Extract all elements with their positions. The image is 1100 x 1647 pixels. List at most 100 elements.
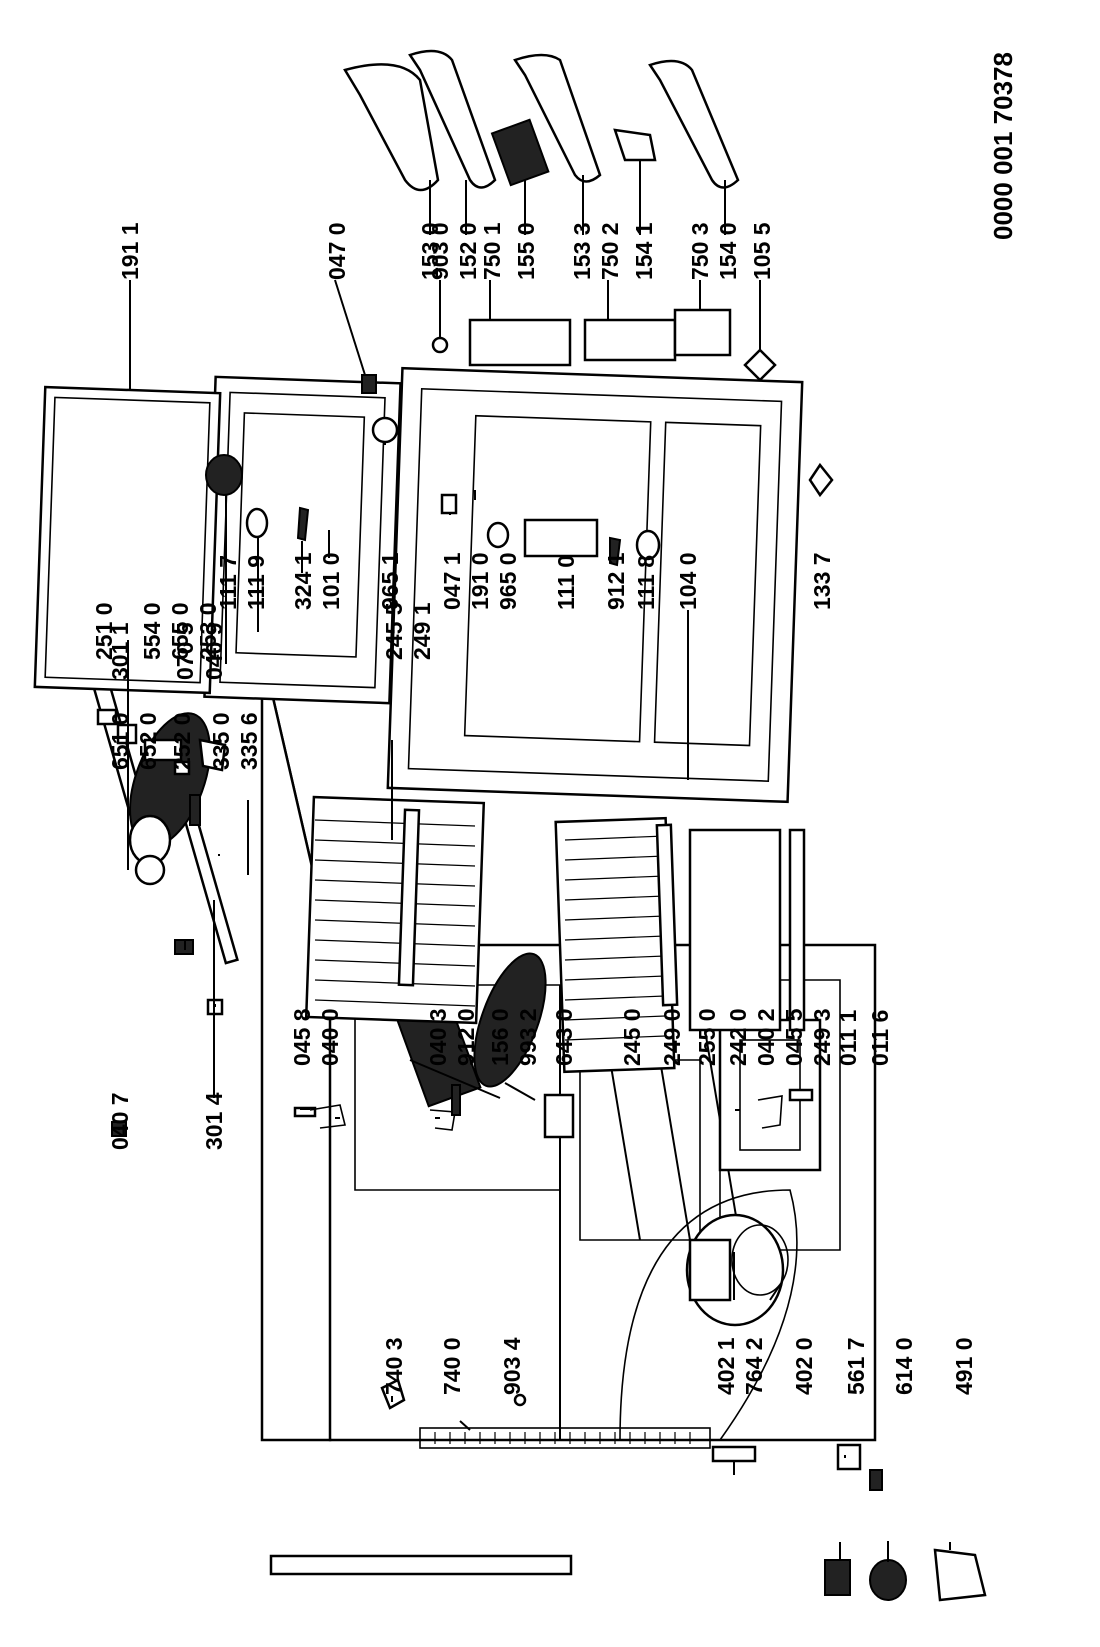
cap-1119 — [245, 507, 269, 539]
label-9030: 903 0 — [427, 222, 453, 280]
bin-1520 — [408, 49, 497, 189]
shelf-7502 — [583, 318, 677, 362]
label-2420: 242 0 — [725, 1008, 751, 1066]
label-0455: 045 5 — [781, 1008, 807, 1066]
thermostat-box — [473, 952, 547, 1088]
foot-0116 — [869, 1469, 883, 1491]
label-2530: 253 0 — [195, 602, 221, 660]
condenser — [269, 1427, 711, 1576]
cap-1118 — [635, 529, 661, 561]
capillary-filter — [711, 1445, 757, 1463]
document-number: 0000 001 70378 — [988, 52, 1018, 240]
label-0409: 040 9 — [201, 622, 227, 680]
label-6510: 651 0 — [107, 712, 133, 770]
pin-3241 — [296, 506, 310, 542]
screw-9034 — [513, 1393, 527, 1407]
hinge-0470 — [361, 374, 377, 394]
label-0403: 040 3 — [425, 1008, 451, 1066]
cap-9650 — [486, 521, 510, 549]
label-1119: 111 9 — [243, 555, 269, 610]
label-0407: 040 7 — [107, 1092, 133, 1150]
foot-1055 — [743, 348, 777, 382]
label-0471: 047 1 — [439, 552, 465, 610]
label-6140: 614 0 — [891, 1337, 917, 1395]
handle-1110 — [523, 518, 599, 558]
pin-0455 — [788, 1088, 814, 1102]
bar-7503 — [673, 308, 732, 357]
wire-shelf-2455 — [304, 795, 486, 1025]
label-6430: 643 0 — [551, 1008, 577, 1066]
label-6550: 655 0 — [167, 602, 193, 660]
label-2510: 251 0 — [91, 602, 117, 660]
fridge-door-1040 — [386, 366, 804, 804]
cap-9651 — [371, 416, 399, 444]
foot-0111 — [836, 1443, 862, 1471]
label-3011: 301 1 — [107, 622, 133, 680]
label-0400: 040 0 — [317, 1008, 343, 1066]
label-9932: 993 2 — [515, 1008, 541, 1066]
hinge-0402 — [757, 1095, 783, 1129]
label-0705: 070 5 — [172, 622, 198, 680]
pin-9121 — [609, 536, 622, 567]
label-4910: 491 0 — [951, 1337, 977, 1395]
bin-cover-1530 — [343, 63, 440, 192]
handle-1117 — [205, 454, 243, 496]
labels-left: 301 1 070 5 040 9 040 7 301 4 740 3 740 … — [91, 602, 977, 1395]
overload-6140 — [869, 1559, 907, 1601]
clip-9030 — [431, 336, 449, 354]
shelf-trim-2493 — [788, 828, 806, 1032]
label-6520: 652 0 — [135, 712, 161, 770]
label-1118: 111 8 — [633, 555, 659, 610]
label-1110: 111 0 — [553, 555, 579, 610]
shelf-7501 — [468, 318, 572, 367]
label-9120: 912 0 — [453, 1008, 479, 1066]
label-1055: 105 5 — [749, 222, 775, 280]
probe-9932 — [504, 1082, 536, 1101]
label-1530: 153 0 — [417, 222, 443, 280]
label-1520: 152 0 — [455, 222, 481, 280]
label-1910: 191 0 — [467, 552, 493, 610]
label-7501: 750 1 — [479, 222, 505, 280]
thermostat-lamp-assembly — [96, 708, 227, 886]
shelf-trim-2490 — [655, 823, 679, 1007]
bin-1540 — [648, 59, 740, 189]
label-2520: 252 0 — [169, 712, 195, 770]
label-1540: 154 0 — [715, 222, 741, 280]
label-0470: 047 0 — [324, 222, 350, 280]
label-2450: 245 0 — [619, 1008, 645, 1066]
hinge-0403 — [429, 1109, 456, 1131]
label-0116: 011 6 — [867, 1010, 893, 1066]
label-4021: 402 1 — [713, 1337, 739, 1395]
label-9650: 965 0 — [495, 552, 521, 610]
label-5617: 561 7 — [843, 1337, 869, 1395]
bin-1533 — [513, 53, 602, 183]
bracket-6430 — [543, 1093, 575, 1139]
hinge-0400 — [309, 1104, 346, 1129]
label-5540: 554 0 — [139, 602, 165, 660]
label-2455: 245 5 — [381, 602, 407, 660]
label-1117: 111 7 — [215, 555, 241, 610]
hinge-cover — [380, 1378, 406, 1410]
label-3356: 335 6 — [236, 712, 262, 770]
label-3014: 301 4 — [201, 1092, 227, 1150]
label-1560: 156 0 — [487, 1008, 513, 1066]
egg-tray-1550 — [490, 118, 550, 187]
labels-right: 111 7 111 9 324 1 101 0 965 1 047 1 191 … — [117, 222, 835, 610]
label-9034: 903 4 — [499, 1337, 525, 1395]
relay-5617 — [824, 1559, 851, 1596]
relay-cover-4910 — [933, 1548, 987, 1602]
label-7642: 764 2 — [741, 1337, 767, 1395]
label-1010: 101 0 — [318, 552, 344, 610]
label-9121: 912 1 — [603, 552, 629, 610]
label-1337: 133 7 — [809, 552, 835, 610]
hinge-0471 — [440, 493, 458, 515]
label-7503: 750 3 — [687, 222, 713, 280]
label-7403: 740 3 — [381, 1337, 407, 1395]
label-1550: 155 0 — [513, 222, 539, 280]
label-3241: 324 1 — [290, 552, 316, 610]
label-0402: 040 2 — [753, 1008, 779, 1066]
label-4020: 402 0 — [791, 1337, 817, 1395]
label-9651: 965 1 — [377, 552, 403, 610]
label-1911: 191 1 — [117, 222, 143, 280]
